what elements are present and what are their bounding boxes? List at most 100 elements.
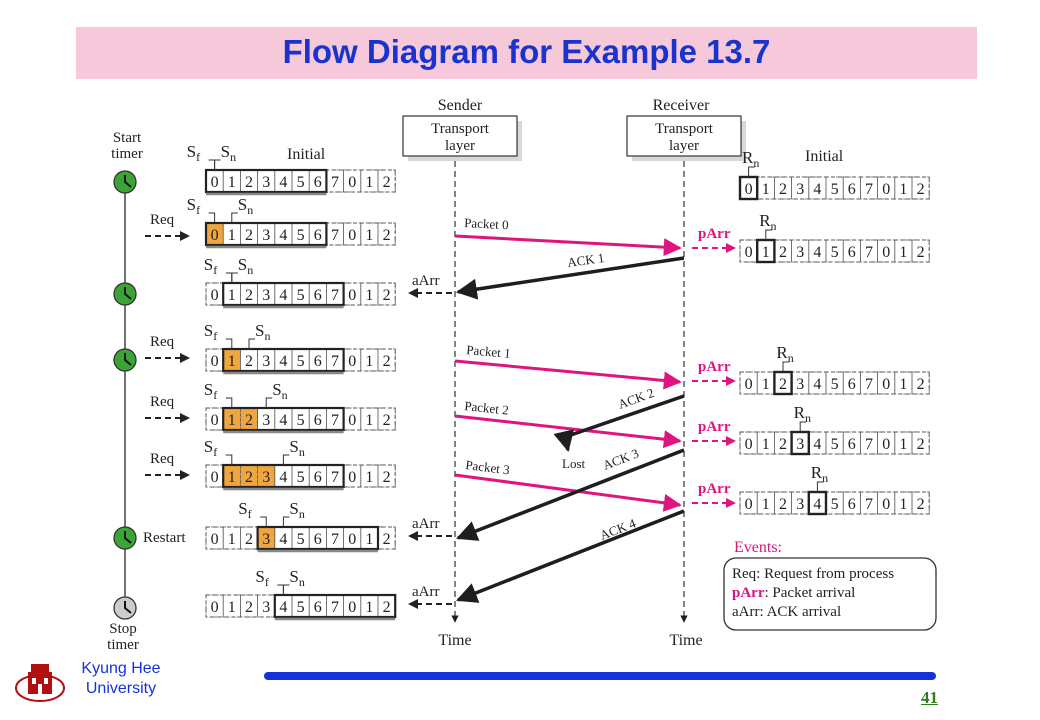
sequence-cell	[860, 431, 879, 455]
sequence-number: 2	[245, 412, 253, 429]
sequence-number: 4	[813, 436, 821, 453]
title-banner: Flow Diagram for Example 13.7	[76, 27, 977, 79]
sn-label: Sn	[289, 499, 304, 521]
sequence-cell	[808, 176, 827, 200]
sequence-number: 3	[796, 436, 804, 453]
events-req: Req: Request from process	[732, 566, 894, 582]
sequence-number: 2	[917, 244, 925, 261]
ack-1-label: ACK 1	[566, 250, 605, 270]
sequence-cell	[877, 239, 896, 263]
sequence-cell	[756, 491, 775, 515]
sequence-number: 0	[211, 469, 219, 486]
sequence-number: 2	[383, 412, 391, 429]
sequence-cell	[377, 348, 396, 372]
sequence-number: 6	[848, 376, 856, 393]
sequence-number: 5	[831, 376, 839, 393]
sf-label: Sf	[187, 195, 200, 217]
sequence-number: 1	[365, 287, 373, 304]
sequence-number: 3	[262, 599, 270, 616]
sequence-number: 0	[348, 531, 356, 548]
sequence-number: 3	[262, 412, 270, 429]
sequence-cell	[239, 594, 258, 618]
rn-label: Rn	[742, 148, 759, 170]
sequence-number: 1	[762, 496, 770, 513]
rn-label: Rn	[794, 403, 811, 425]
receiver-initial-label: Initial	[805, 148, 844, 165]
sequence-number: 0	[211, 353, 219, 370]
sequence-number: 1	[228, 353, 236, 370]
sequence-number: 0	[348, 353, 356, 370]
sequence-number: 1	[899, 181, 907, 198]
sequence-number: 5	[297, 227, 305, 244]
receiver-heading: Receiver	[653, 97, 711, 114]
sequence-cell	[791, 176, 810, 200]
sequence-cell	[360, 464, 379, 488]
sequence-cell	[842, 176, 861, 200]
sequence-cell	[860, 176, 879, 200]
sequence-number: 1	[228, 599, 236, 616]
events-heading: Events:	[734, 539, 782, 556]
packet-2: Packet 2	[454, 398, 682, 449]
packet-2-label: Packet 2	[464, 398, 510, 418]
send-window	[256, 525, 380, 551]
sequence-number: 3	[262, 227, 270, 244]
sequence-cell	[222, 526, 241, 550]
sequence-number: 3	[796, 181, 804, 198]
sequence-number: 1	[899, 376, 907, 393]
sequence-cell	[825, 371, 844, 395]
sequence-number: 0	[745, 181, 753, 198]
sequence-cell	[343, 169, 362, 193]
sequence-number: 0	[348, 412, 356, 429]
sequence-number: 6	[848, 436, 856, 453]
sequence-number: 2	[245, 174, 253, 191]
sf-label: Sf	[204, 321, 217, 343]
sequence-number: 5	[297, 412, 305, 429]
req-label: Req	[150, 212, 175, 228]
sequence-number: 5	[297, 469, 305, 486]
timer-icons	[113, 170, 137, 620]
sequence-number: 0	[745, 436, 753, 453]
sequence-number: 2	[245, 531, 253, 548]
sequence-number: 1	[365, 531, 373, 548]
sequence-number: 0	[745, 244, 753, 261]
sequence-cell	[739, 371, 758, 395]
sequence-cell	[377, 169, 396, 193]
sequence-cell	[360, 222, 379, 246]
sequence-cell	[911, 431, 930, 455]
timer-icon	[113, 348, 137, 372]
sequence-number: 2	[245, 287, 253, 304]
parr-label: pArr	[698, 359, 731, 375]
events-legend: Events: Req: Request from process pArr: …	[723, 539, 937, 631]
receiver-box-line1: Transport	[655, 121, 714, 137]
sequence-number: 7	[331, 353, 339, 370]
sequence-cell	[894, 491, 913, 515]
sequence-number: 1	[365, 353, 373, 370]
sequence-number: 6	[314, 227, 322, 244]
send-window	[222, 347, 345, 373]
sequence-cell	[842, 431, 861, 455]
sequence-cell	[756, 431, 775, 455]
send-window	[273, 593, 397, 619]
sequence-cell	[739, 431, 758, 455]
sequence-number: 1	[365, 227, 373, 244]
university-seal-icon	[15, 664, 65, 702]
sequence-number: 3	[262, 353, 270, 370]
sf-label: Sf	[204, 255, 217, 277]
sequence-cell	[739, 491, 758, 515]
sequence-cell	[842, 491, 861, 515]
sequence-cell	[774, 491, 793, 515]
sequence-number: 1	[899, 496, 907, 513]
parr-label: pArr	[698, 481, 731, 497]
send-window	[222, 281, 345, 307]
sequence-cell	[205, 282, 224, 306]
packet-1-label: Packet 1	[466, 342, 512, 361]
sequence-number: 4	[279, 531, 287, 548]
